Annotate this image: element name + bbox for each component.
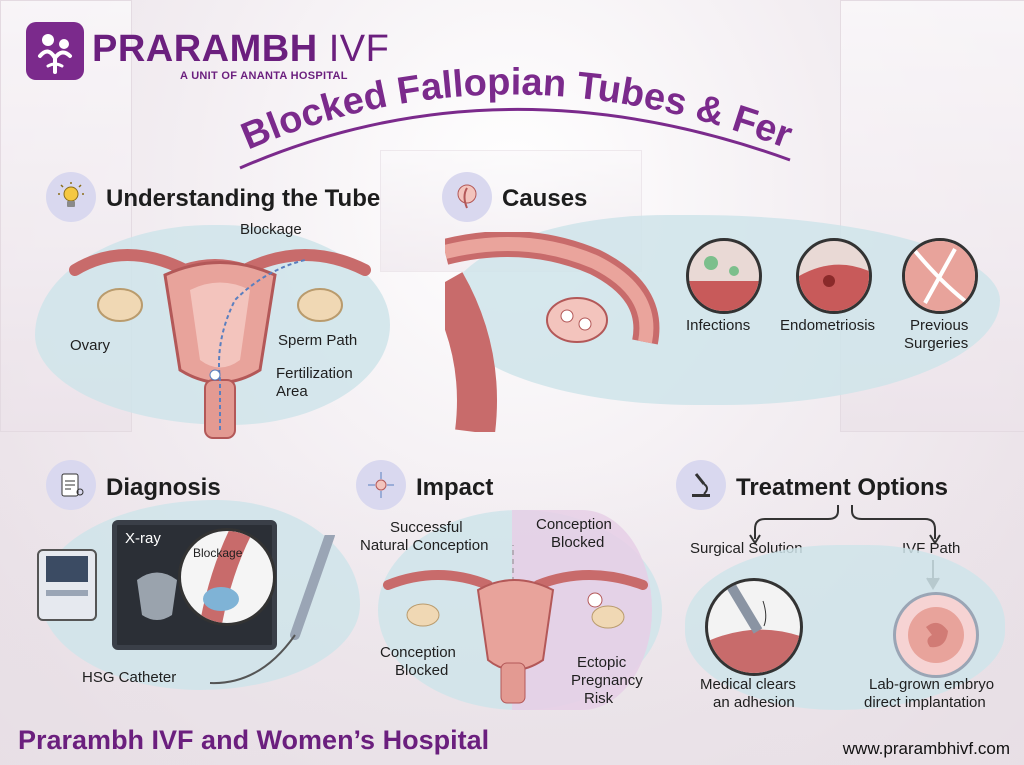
- cause-previous-1: Previous: [910, 317, 969, 334]
- label-fertilization-2: Area: [276, 383, 308, 400]
- embryo-circle: [893, 592, 979, 678]
- cause-endometriosis: Endometriosis: [780, 317, 876, 334]
- impact-success-2: Natural Conception: [360, 537, 489, 554]
- footer-website[interactable]: www.prarambhivf.com: [842, 739, 1010, 758]
- cause-infections: Infections: [686, 317, 751, 334]
- surgical-closeup-circle: [705, 578, 803, 676]
- blockage-zoom-circle: Blockage: [178, 528, 276, 626]
- uterus-illustration: [69, 249, 371, 439]
- impact-blocked-bottom-2: Blocked: [395, 662, 449, 679]
- tube-closeup-illustration: [445, 232, 660, 432]
- footer-hospital-name: Prarambh IVF and Women’s Hospital: [18, 725, 490, 755]
- xray-machine-icon: [37, 549, 97, 621]
- label-blockage: Blockage: [240, 221, 302, 238]
- brand-subtitle: A UNIT OF ANANTA HOSPITAL: [180, 70, 348, 82]
- label-sperm-path: Sperm Path: [278, 332, 358, 349]
- label-hsg-catheter: HSG Catheter: [82, 669, 177, 686]
- impact-ectopic-1: Ectopic: [577, 654, 627, 671]
- label-xray-blockage: Blockage: [193, 546, 243, 560]
- impact-uterus-illustration: [383, 545, 648, 704]
- surgery-scar-icon: [902, 238, 978, 314]
- impact-ectopic-2: Pregnancy: [571, 672, 643, 689]
- section-title-understanding: Understanding the Tube: [106, 185, 381, 212]
- impact-blocked-top-1: Conception: [536, 516, 612, 533]
- clipboard-icon: [46, 460, 96, 510]
- impact-ectopic-3: Risk: [584, 690, 614, 707]
- surgical-desc-1: Medical clears: [700, 676, 796, 693]
- section-title-causes: Causes: [502, 185, 588, 212]
- label-xray: X-ray: [125, 530, 161, 547]
- microscope-icon: [676, 460, 726, 510]
- lightbulb-icon: [46, 172, 96, 222]
- logo-icon: [26, 22, 84, 80]
- impact-success-1: Successful: [390, 519, 463, 536]
- cause-previous-2: Surgeries: [904, 335, 969, 352]
- ivf-desc-1: Lab-grown embryo: [869, 676, 995, 693]
- endometriosis-icon: [796, 238, 872, 314]
- hsg-catheter-illustration: [209, 535, 335, 685]
- treatment-branch-arrows: [749, 505, 941, 545]
- section-title-impact: Impact: [416, 474, 494, 501]
- impact-blocked-top-2: Blocked: [551, 534, 605, 551]
- label-ovary: Ovary: [70, 337, 111, 354]
- infection-icon: [686, 238, 762, 314]
- network-icon: [356, 460, 406, 510]
- ivf-desc-2: direct implantation: [864, 694, 986, 711]
- brand-name: PRARAMBH IVF: [92, 28, 390, 70]
- fallopian-tube-icon: [442, 172, 492, 222]
- impact-blocked-bottom-1: Conception: [380, 644, 456, 661]
- surgical-desc-2: an adhesion: [713, 694, 795, 711]
- section-title-treatment: Treatment Options: [736, 474, 949, 501]
- label-fertilization-1: Fertilization: [276, 365, 353, 382]
- section-title-diagnosis: Diagnosis: [106, 474, 221, 501]
